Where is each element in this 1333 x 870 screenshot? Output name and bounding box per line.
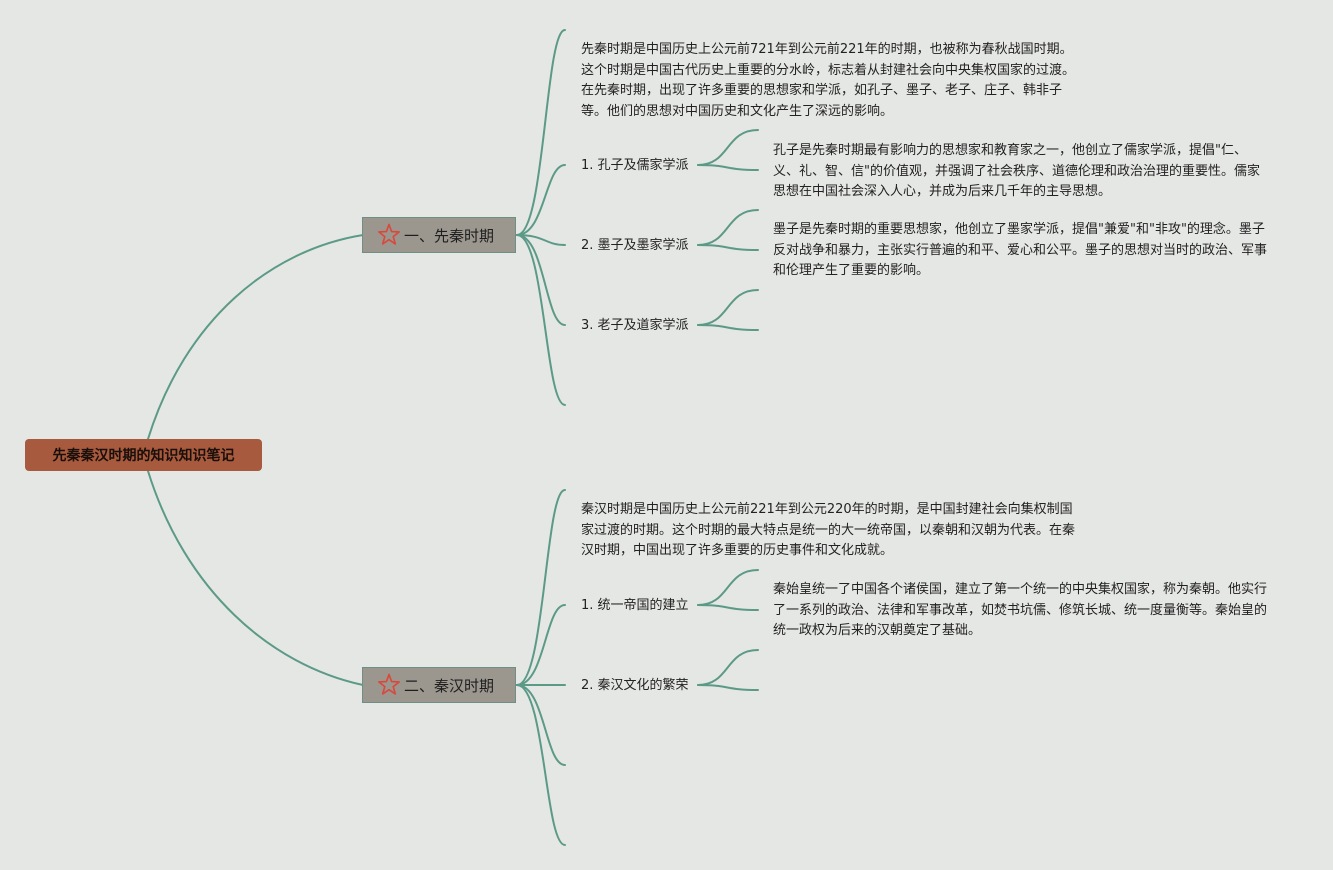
topic-1-2-fork-lower bbox=[697, 244, 759, 251]
section-1-intro-text: 先秦时期是中国历史上公元前721年到公元前221年的时期，也被称为春秋战国时期。… bbox=[581, 42, 1076, 119]
section-node-pre-qin[interactable]: 一、先秦时期 bbox=[362, 217, 516, 253]
topic-confucius-detail: 孔子是先秦时期最有影响力的思想家和教育家之一，他创立了儒家学派，提倡"仁、义、礼… bbox=[773, 143, 1260, 199]
topic-1-3-fork-lower bbox=[697, 324, 759, 331]
section-2-intro-text: 秦汉时期是中国历史上公元前221年到公元220年的时期，是中国封建社会向集权制国… bbox=[581, 502, 1076, 558]
section-2-branch-intro bbox=[516, 489, 566, 686]
topic-unified-empire-detail: 秦始皇统一了中国各个诸侯国，建立了第一个统一的中央集权国家，称为秦朝。他实行了一… bbox=[773, 582, 1268, 638]
root-node[interactable]: 先秦秦汉时期的知识知识笔记 bbox=[25, 439, 262, 471]
star-icon bbox=[376, 672, 402, 698]
section-2-branch-extra-1 bbox=[516, 684, 566, 766]
section-1-branch-extra bbox=[516, 234, 566, 406]
topic-1-1-fork-upper bbox=[697, 129, 759, 166]
section-title: 一、先秦时期 bbox=[404, 226, 495, 245]
section-1-branch-topic-1 bbox=[516, 164, 566, 236]
topic-qin-han-culture[interactable]: 2. 秦汉文化的繁荣 bbox=[581, 678, 689, 693]
star-icon bbox=[376, 222, 402, 248]
section-1-branch-topic-2 bbox=[516, 234, 566, 246]
topic-2-2-fork-upper bbox=[697, 649, 759, 686]
topic-mozi[interactable]: 2. 墨子及墨家学派 bbox=[581, 238, 689, 253]
section-title: 二、秦汉时期 bbox=[404, 676, 495, 695]
root-title: 先秦秦汉时期的知识知识笔记 bbox=[52, 448, 235, 464]
root-to-section-2-line bbox=[147, 470, 364, 686]
section-2-branch-extra-2 bbox=[516, 684, 566, 846]
topic-laozi[interactable]: 3. 老子及道家学派 bbox=[581, 318, 689, 333]
topic-1-1-fork-lower bbox=[697, 164, 759, 171]
topic-2-2-fork-lower bbox=[697, 684, 759, 691]
topic-mozi-detail: 墨子是先秦时期的重要思想家，他创立了墨家学派，提倡"兼爱"和"非攻"的理念。墨子… bbox=[773, 222, 1268, 278]
root-to-section-1-line bbox=[147, 234, 364, 440]
topic-unified-empire[interactable]: 1. 统一帝国的建立 bbox=[581, 598, 689, 613]
topic-2-1-fork-lower bbox=[697, 604, 759, 611]
topic-confucius[interactable]: 1. 孔子及儒家学派 bbox=[581, 158, 689, 173]
section-1-branch-intro bbox=[516, 29, 566, 236]
section-2-branch-topic-1 bbox=[516, 604, 566, 686]
topic-1-2-fork-upper bbox=[697, 209, 759, 246]
section-1-branch-topic-3 bbox=[516, 234, 566, 326]
section-node-qin-han[interactable]: 二、秦汉时期 bbox=[362, 667, 516, 703]
topic-2-1-fork-upper bbox=[697, 569, 759, 606]
topic-1-3-fork-upper bbox=[697, 289, 759, 326]
